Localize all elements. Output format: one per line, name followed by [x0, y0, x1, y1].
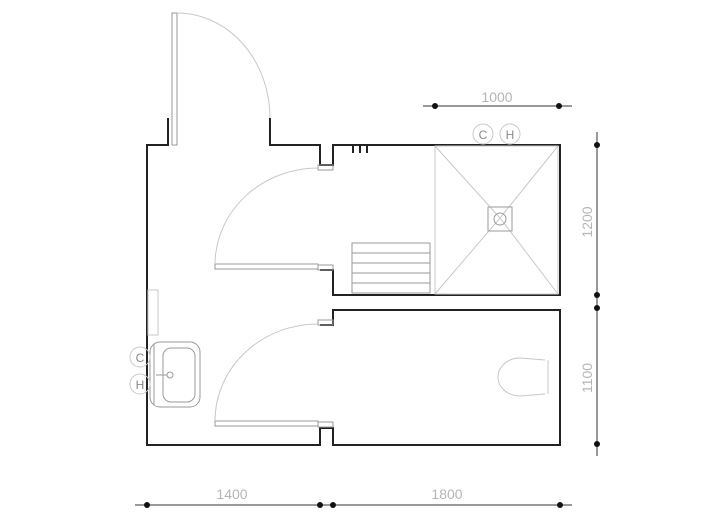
- drain-icon: [487, 206, 513, 232]
- shower-cold-label: C: [479, 128, 488, 142]
- shower-room-door: [214, 167, 319, 270]
- shower-valves: C H: [472, 123, 521, 145]
- shower-hot-label: H: [506, 128, 515, 142]
- dim-label-1400: 1400: [216, 486, 247, 502]
- dimension-top: 1000: [423, 89, 572, 109]
- sink-hot-label: H: [136, 378, 145, 392]
- entrance-door: [171, 12, 271, 146]
- dimension-bottom: 1400 1800: [135, 486, 572, 508]
- dim-label-1100: 1100: [579, 363, 595, 393]
- sink-cold-label: C: [136, 351, 145, 365]
- dim-label-1000: 1000: [481, 89, 512, 105]
- dim-label-1200: 1200: [579, 206, 595, 237]
- wash-basin: C H: [129, 341, 201, 408]
- shower-tray: [434, 145, 559, 295]
- dim-label-1800: 1800: [431, 486, 462, 502]
- toilet-room-door: [214, 323, 319, 427]
- shower-bench: [351, 242, 431, 294]
- walls: [146, 118, 561, 446]
- wall-panel: [147, 289, 159, 336]
- towel-hooks: [352, 146, 368, 153]
- dimension-right: 1200 1100: [579, 132, 600, 456]
- toilet: [497, 357, 549, 397]
